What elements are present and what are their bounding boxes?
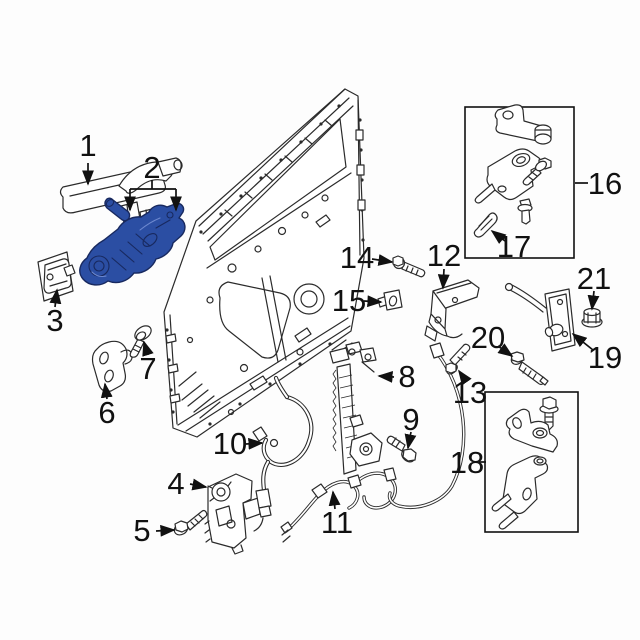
callout-label-2: 2 [143,150,160,185]
callout-label-1: 1 [79,128,96,163]
callout-label-6: 6 [98,395,115,430]
part-21-hinge-nut [581,307,603,328]
part-2-handle-reinforcement-highlighted [79,197,186,286]
part-9-regulator-bolt [386,435,417,463]
part-18-lower-hinge-kit-box [484,391,579,533]
part-4-door-latch [204,473,261,555]
part-14-bolt [392,255,426,278]
callouts: 1 2 3 4 5 6 7 8 9 10 11 12 13 14 15 16 [46,128,622,548]
callout-label-14: 14 [340,240,374,275]
callout-label-3: 3 [46,303,63,338]
callout-label-12: 12 [427,238,461,273]
callout-label-20: 20 [471,320,505,355]
callout-label-21: 21 [577,261,611,296]
part-11-wiring-harness [280,342,466,543]
callout-label-4: 4 [167,466,184,501]
part-8-window-regulator [329,341,383,475]
part-19-door-check [504,282,576,352]
callout-label-8: 8 [398,359,415,394]
part-16-upper-hinge-kit-box [464,104,575,259]
callout-label-10: 10 [213,426,247,461]
callout-label-15: 15 [332,283,366,318]
part-5-latch-bolt [173,509,208,536]
part-15-clip-nut [377,289,403,311]
callout-label-18: 18 [450,445,484,480]
callout-label-11: 11 [321,505,353,540]
door-shell-drawing [163,88,366,438]
callout-label-19: 19 [588,340,622,375]
callout-label-17: 17 [497,229,531,264]
callout-label-5: 5 [133,513,150,548]
part-6-door-striker [91,340,133,392]
part-12-check-arm-bracket [424,279,480,342]
callout-label-13: 13 [453,375,487,410]
part-7-striker-bolt [129,325,152,358]
part-3-lock-module [37,251,76,302]
callout-label-9: 9 [402,402,419,437]
part-20-bolt [510,351,549,386]
callout-label-7: 7 [139,351,156,386]
part-10-release-cable [252,375,314,532]
callout-label-16: 16 [588,166,622,201]
part-13-bolt [445,343,471,375]
